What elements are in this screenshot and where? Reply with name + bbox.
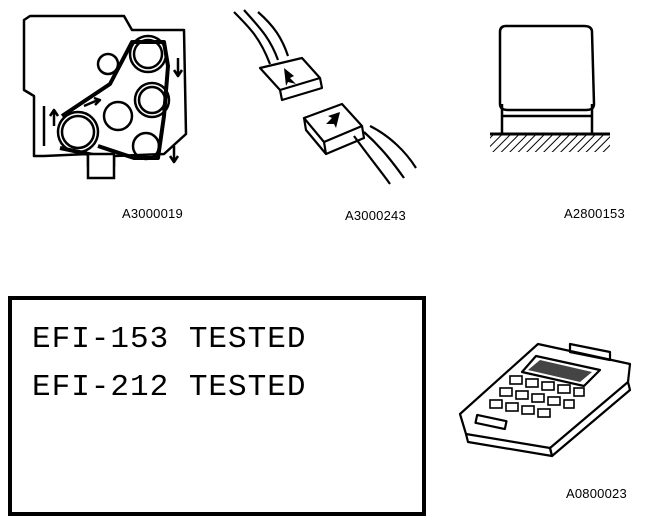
figure-code: A3000019 xyxy=(122,206,183,221)
handheld-tester-icon xyxy=(458,342,632,458)
figure-code: A3000243 xyxy=(345,208,406,223)
block-icon xyxy=(490,24,610,152)
figure-code: A2800153 xyxy=(564,206,625,221)
belt-pulley-icon xyxy=(22,14,188,180)
tester-display: EFI-153 TESTED EFI-212 TESTED xyxy=(8,296,426,516)
display-line: EFI-212 TESTED xyxy=(32,370,307,405)
display-line: EFI-153 TESTED xyxy=(32,322,307,357)
figure-code: A0800023 xyxy=(566,486,627,501)
connector-icon xyxy=(233,9,417,185)
